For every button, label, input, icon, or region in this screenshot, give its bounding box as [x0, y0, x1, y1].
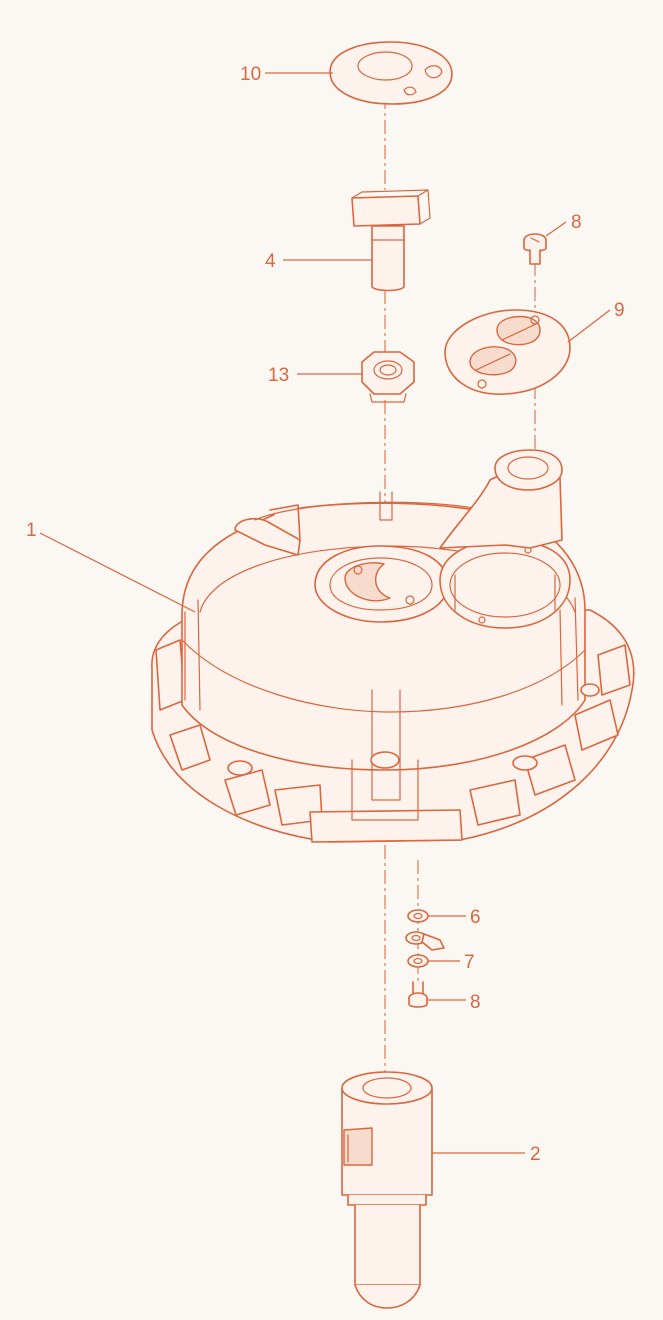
callout-2: 2 — [530, 1144, 541, 1165]
callout-6: 6 — [470, 907, 481, 928]
part-13-hex-nut — [361, 351, 415, 403]
part-8-screw-top — [523, 233, 547, 265]
callout-10: 10 — [240, 64, 261, 85]
callout-4: 4 — [265, 251, 276, 272]
part-10-washer — [329, 41, 453, 105]
part-4-t-bolt — [351, 189, 431, 292]
part-8-screw-bottom — [408, 981, 428, 1008]
callout-labels: 10 8 4 9 13 1 6 7 8 2 — [26, 64, 625, 1165]
callout-13: 13 — [268, 365, 289, 386]
part-2-shaft — [341, 1071, 433, 1309]
callout-7: 7 — [464, 952, 475, 973]
callout-8-bottom: 8 — [470, 992, 481, 1013]
part-1-housing — [151, 449, 635, 843]
part-9-cover-plate — [444, 309, 571, 395]
part-7-washer — [407, 954, 429, 968]
callout-9: 9 — [614, 300, 625, 321]
callout-8-top: 8 — [571, 212, 582, 233]
callout-1: 1 — [26, 520, 37, 541]
cable-lug — [405, 931, 445, 951]
part-6-washer — [407, 909, 429, 923]
callout-leaders — [39, 72, 611, 1154]
